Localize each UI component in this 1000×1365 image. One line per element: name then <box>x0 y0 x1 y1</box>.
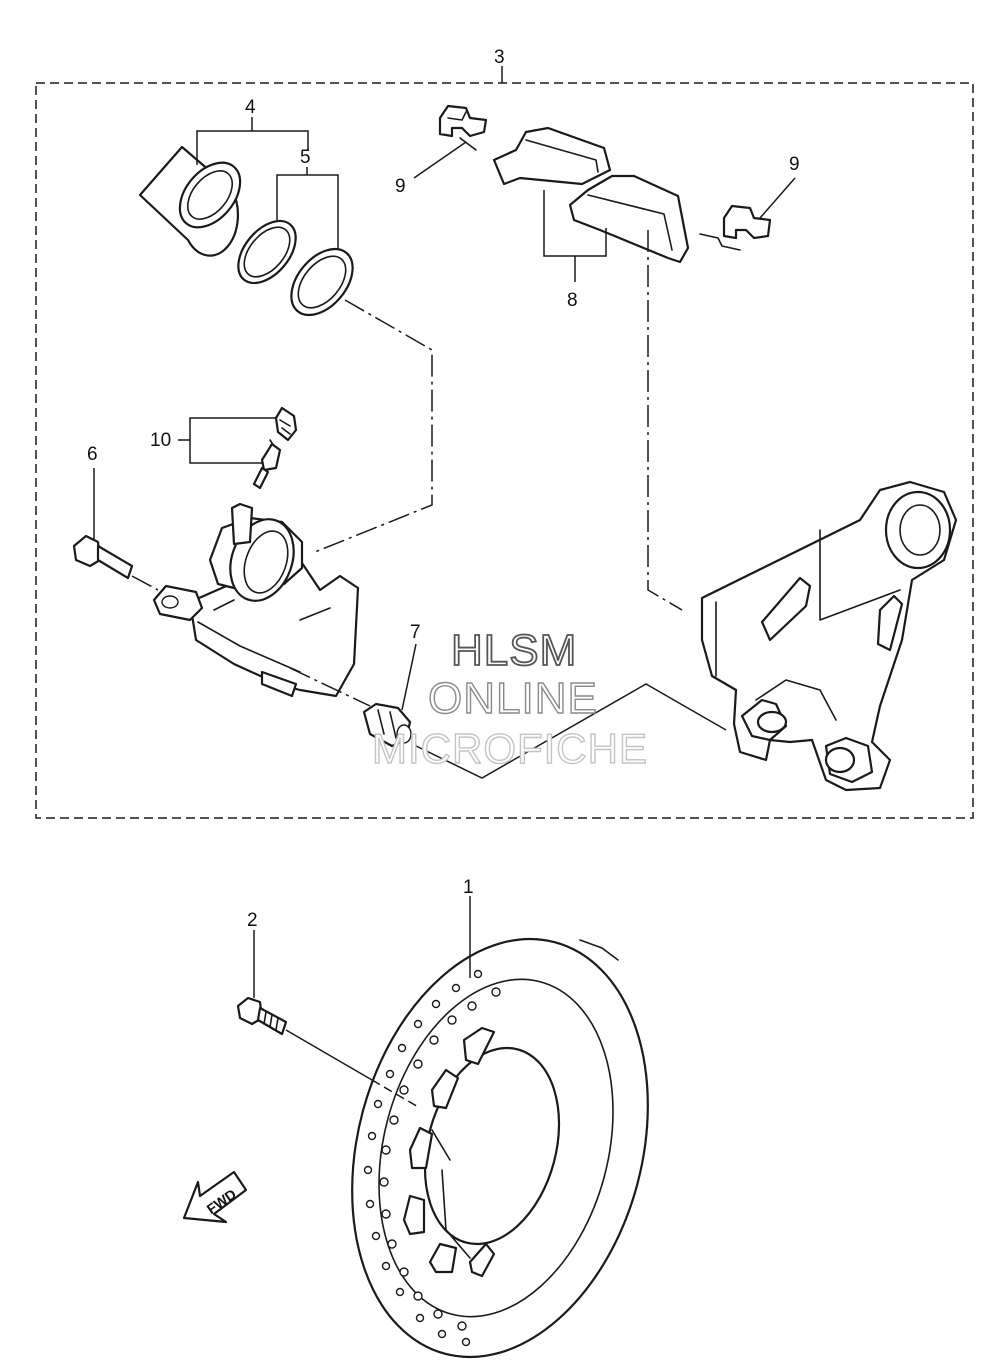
callout-3: 3 <box>494 47 505 68</box>
pad-axis-line <box>647 230 683 611</box>
piston-axis-line <box>314 299 433 553</box>
callout-10: 10 <box>150 430 171 451</box>
piston-seal-2 <box>290 247 354 317</box>
disc-bolt-axis-dash <box>371 1079 421 1109</box>
slide-pin-boot <box>362 702 412 748</box>
watermark-line-3: MICROFICHE <box>372 725 648 772</box>
callout-9-right: 9 <box>789 154 800 175</box>
leader-7 <box>401 643 417 711</box>
bleed-screw <box>252 439 282 490</box>
pad-spring-right <box>699 204 772 251</box>
caliper-bracket <box>700 480 958 792</box>
caliper-body <box>152 502 360 698</box>
leader-9-left <box>413 141 467 179</box>
disc-bolt <box>236 996 288 1036</box>
pin-axis-line <box>411 683 727 779</box>
callout-8: 8 <box>567 290 578 311</box>
bolt-axis-line <box>131 575 159 591</box>
pad-spring-left <box>438 104 488 151</box>
piston <box>138 145 242 257</box>
watermark-line-1: HLSM <box>451 626 577 675</box>
callout-6: 6 <box>87 444 98 465</box>
leader-8 <box>543 190 607 282</box>
leader-9-right <box>759 177 796 219</box>
fwd-arrow-icon: FWD <box>182 1170 248 1224</box>
leader-10 <box>178 417 276 464</box>
brake-disc <box>351 937 649 1359</box>
callout-9-left: 9 <box>395 176 406 197</box>
brake-pad-1 <box>492 126 612 186</box>
brake-pad-2 <box>568 174 690 264</box>
callout-5: 5 <box>300 147 311 168</box>
callout-7: 7 <box>410 622 421 643</box>
piston-seal-1 <box>237 219 297 285</box>
disc-slots <box>402 1026 496 1278</box>
watermark-line-2: ONLINE <box>428 674 598 723</box>
leader-5 <box>276 167 339 250</box>
callout-4: 4 <box>245 97 256 118</box>
caliper-axis-line <box>289 667 371 707</box>
assembly-boundary <box>35 82 974 819</box>
caliper-bolt <box>72 534 134 580</box>
bleed-screw-cap <box>274 406 298 442</box>
callout-1: 1 <box>463 877 474 898</box>
leader-4 <box>196 117 309 165</box>
callout-2: 2 <box>247 910 258 931</box>
disc-bolt-axis-line <box>285 1029 373 1081</box>
watermark: HLSM ONLINE MICROFICHE <box>371 625 648 773</box>
disc-holes <box>363 969 501 1347</box>
